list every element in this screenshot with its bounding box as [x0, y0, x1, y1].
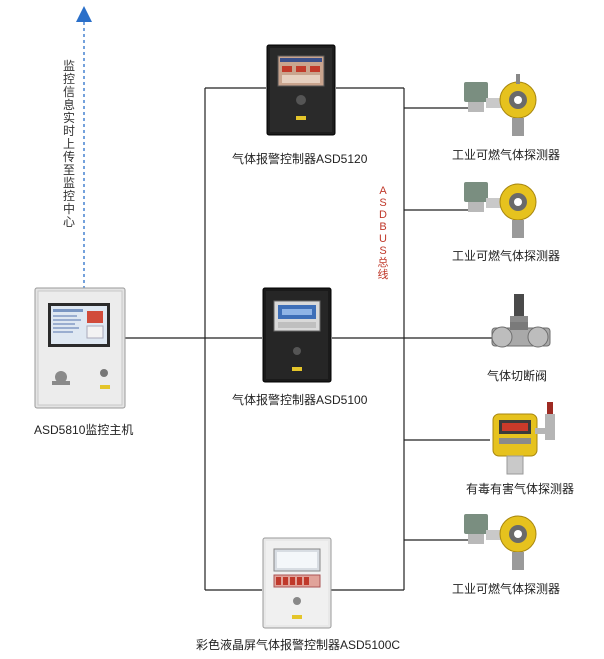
device-3-label: 气体切断阀	[487, 369, 548, 383]
controller-1-label: 气体报警控制器ASD5120	[232, 152, 368, 166]
bus-label: ASDBUS总线	[377, 185, 389, 281]
toxic-detector	[492, 402, 555, 475]
host-label: ASD5810监控主机	[34, 423, 134, 437]
uplink-arrow-head	[76, 6, 92, 22]
controller-3-label: 彩色液晶屏气体报警控制器ASD5100C	[196, 638, 401, 652]
detector-5	[464, 514, 537, 570]
device-4-label: 有毒有害气体探测器	[466, 482, 575, 496]
controller-2-label: 气体报警控制器ASD5100	[232, 393, 368, 407]
host-cabinet	[34, 287, 126, 409]
uplink-text: 监控信息实时上传至监控中心	[62, 59, 75, 229]
controller-asd5100c	[262, 537, 332, 629]
detector-2	[464, 182, 537, 238]
shutoff-valve	[491, 294, 551, 348]
controller-asd5120	[266, 44, 336, 136]
controller-asd5100	[262, 287, 332, 383]
detector-1	[464, 74, 537, 136]
device-2-label: 工业可燃气体探测器	[452, 249, 561, 263]
device-1-label: 工业可燃气体探测器	[452, 148, 561, 162]
device-5-label: 工业可燃气体探测器	[452, 582, 561, 596]
